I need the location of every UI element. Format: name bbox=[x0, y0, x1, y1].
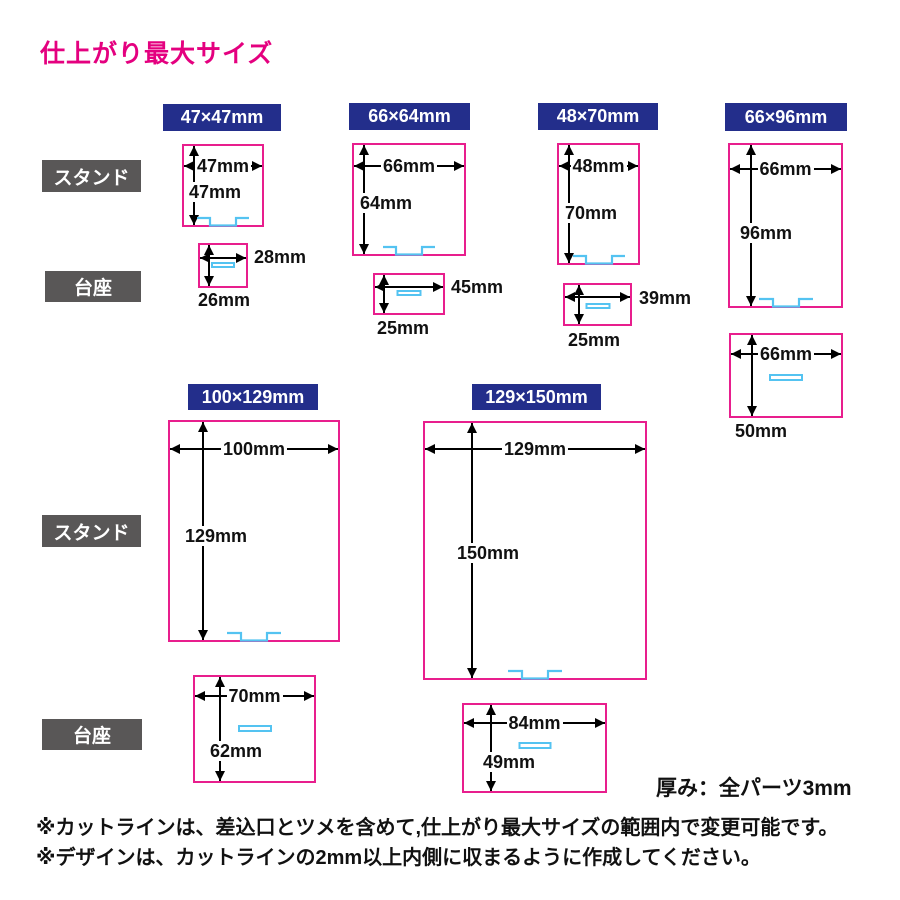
stand-height-label: 70mm bbox=[563, 203, 620, 223]
stand-width-label: 47mm bbox=[194, 156, 252, 176]
footnote-cutline: ※カットラインは、差込口とツメを含めて,仕上がり最大サイズの範囲内で変更可能です… bbox=[36, 817, 839, 839]
size-badge: 47×47mm bbox=[163, 104, 281, 131]
stand-tab-cutline-icon bbox=[197, 216, 249, 227]
base-outline bbox=[563, 283, 632, 326]
height-arrow bbox=[486, 705, 496, 791]
footnote-design: ※デザインは、カットラインの2mm以上内側に収まるように作成してください。 bbox=[36, 847, 761, 869]
stand-outline: 47mm 47mm bbox=[182, 144, 264, 227]
base-outline: 66mm bbox=[729, 333, 843, 418]
base-width-label: 66mm bbox=[757, 344, 815, 364]
stand-width-label: 129mm bbox=[501, 439, 569, 459]
base-outline: 84mm 49mm bbox=[462, 703, 607, 793]
stand-outline: 66mm 64mm bbox=[352, 143, 466, 256]
base-slot-icon bbox=[237, 725, 272, 732]
base-height-label: 25mm bbox=[566, 330, 623, 350]
stand-tab-cutline-icon bbox=[758, 297, 813, 308]
base-width-label: 45mm bbox=[449, 277, 506, 297]
height-arrow bbox=[379, 275, 389, 313]
height-arrow bbox=[204, 245, 214, 286]
stand-tab-cutline-icon bbox=[572, 254, 625, 265]
stand-outline: 100mm 129mm bbox=[168, 420, 340, 642]
row-label-base-top: 台座 bbox=[45, 271, 141, 302]
base-slot-icon bbox=[211, 262, 235, 268]
stand-height-label: 150mm bbox=[455, 543, 522, 563]
stand-width-label: 66mm bbox=[757, 159, 814, 179]
height-arrow bbox=[215, 677, 225, 781]
height-arrow bbox=[574, 285, 584, 324]
base-height-label: 25mm bbox=[375, 318, 432, 338]
stand-tab-cutline-icon bbox=[508, 669, 562, 680]
size-badge: 66×64mm bbox=[349, 103, 470, 130]
base-outline: 70mm 62mm bbox=[193, 675, 316, 783]
base-height-label: 62mm bbox=[208, 741, 265, 761]
thickness-note: 厚み：全パーツ3mm bbox=[656, 777, 852, 800]
width-arrow bbox=[375, 282, 443, 292]
base-width-label: 70mm bbox=[226, 686, 283, 706]
stand-width-label: 100mm bbox=[220, 439, 288, 459]
base-slot-icon bbox=[396, 290, 422, 296]
stand-outline: 129mm 150mm bbox=[423, 421, 647, 680]
base-height-label: 26mm bbox=[196, 290, 253, 310]
base-slot-icon bbox=[585, 303, 610, 309]
size-badge: 129×150mm bbox=[472, 384, 601, 410]
base-width-label: 39mm bbox=[637, 288, 694, 308]
stand-height-label: 47mm bbox=[187, 182, 244, 202]
base-height-label: 49mm bbox=[481, 752, 538, 772]
row-label-stand-top: スタンド bbox=[42, 160, 141, 192]
stand-height-label: 96mm bbox=[738, 223, 795, 243]
width-arrow bbox=[200, 253, 246, 263]
stand-outline: 66mm 96mm bbox=[728, 143, 843, 308]
base-outline bbox=[373, 273, 445, 315]
stand-height-label: 64mm bbox=[358, 193, 415, 213]
base-outline bbox=[198, 243, 248, 288]
stand-width-label: 48mm bbox=[570, 156, 627, 176]
height-arrow bbox=[747, 335, 757, 416]
stand-width-label: 66mm bbox=[380, 156, 438, 176]
base-width-label: 28mm bbox=[252, 247, 309, 267]
size-badge: 48×70mm bbox=[538, 103, 658, 130]
base-slot-icon bbox=[518, 742, 551, 749]
base-height-label: 50mm bbox=[733, 421, 790, 441]
size-badge: 66×96mm bbox=[725, 103, 847, 131]
base-width-label: 84mm bbox=[506, 713, 563, 733]
page-title: 仕上がり最大サイズ bbox=[40, 40, 274, 68]
row-label-stand-bottom: スタンド bbox=[42, 515, 141, 547]
size-badge: 100×129mm bbox=[188, 384, 318, 410]
stand-height-label: 129mm bbox=[183, 526, 250, 546]
stand-tab-cutline-icon bbox=[227, 631, 281, 642]
stand-tab-cutline-icon bbox=[383, 245, 435, 256]
stand-outline: 48mm 70mm bbox=[557, 143, 640, 265]
width-arrow bbox=[565, 292, 630, 302]
base-slot-icon bbox=[769, 374, 803, 381]
row-label-base-bottom: 台座 bbox=[42, 719, 142, 750]
